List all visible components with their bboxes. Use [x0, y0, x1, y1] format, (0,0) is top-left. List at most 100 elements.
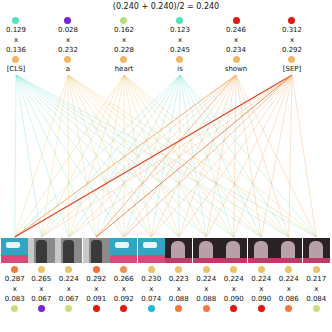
weight-dot	[258, 305, 265, 312]
weight-dot	[285, 305, 292, 312]
attention-line	[69, 75, 124, 237]
score-value: x	[138, 284, 166, 294]
score-value: x	[58, 35, 78, 45]
token-node: 0.028x0.232 a	[58, 16, 78, 74]
attention-line	[15, 75, 292, 237]
score-value: x	[83, 284, 111, 294]
weight-dot	[148, 305, 155, 312]
frame-node: 0.223x0.088	[165, 238, 193, 313]
score-value: x	[165, 284, 193, 294]
score-value: 0.224	[193, 274, 221, 284]
score-value: 0.287	[1, 274, 29, 284]
video-frame	[110, 238, 137, 263]
token-node: 0.246x0.234shown	[225, 16, 248, 74]
attention-line	[68, 75, 289, 237]
token-label: [SEP]	[282, 64, 302, 74]
weight-dot	[230, 305, 237, 312]
attention-line	[69, 75, 180, 237]
score-value: 0.224	[248, 274, 276, 284]
attention-line	[69, 75, 292, 237]
score-value: x	[282, 35, 302, 45]
attention-line	[151, 75, 292, 237]
frame-band	[193, 258, 220, 263]
score-value: 0.266	[110, 274, 138, 284]
frame-band	[248, 258, 275, 263]
weight-dot	[176, 17, 183, 24]
attention-line	[236, 75, 261, 237]
attention-line	[96, 75, 124, 237]
weight-dot	[175, 266, 182, 273]
video-frame	[193, 238, 220, 263]
token-node: 0.312x0.292[SEP]	[282, 16, 302, 74]
score-value: 0.232	[58, 45, 78, 55]
token-node: 0.129x0.136[CLS]	[6, 16, 26, 74]
frame-node: 0.224x0.067	[55, 238, 83, 313]
token-label: is	[170, 64, 190, 74]
attention-line	[124, 75, 151, 237]
token-label: a	[58, 64, 78, 74]
attention-line	[41, 75, 68, 237]
attention-line	[289, 75, 292, 237]
weight-dot	[230, 266, 237, 273]
score-value: 0.136	[6, 45, 26, 55]
weight-dot	[203, 305, 210, 312]
token-node: 0.123x0.245is	[170, 16, 190, 74]
weight-dot	[93, 305, 100, 312]
weight-dot	[313, 305, 320, 312]
weight-dot	[233, 56, 240, 63]
frame-light	[28, 238, 34, 263]
weight-dot	[258, 266, 265, 273]
score-value: 0.217	[303, 274, 331, 284]
score-value: x	[1, 284, 29, 294]
score-value: 0.090	[248, 294, 276, 304]
frame-logo	[115, 242, 129, 248]
weight-dot	[11, 266, 18, 273]
attention-line	[68, 75, 234, 237]
frame-band	[165, 258, 192, 263]
score-value: x	[193, 284, 221, 294]
attention-line	[41, 75, 292, 237]
weight-dot	[288, 17, 295, 24]
attention-line	[41, 75, 124, 237]
score-value: 0.224	[55, 274, 83, 284]
score-value: 0.224	[275, 274, 303, 284]
attention-line	[96, 75, 180, 237]
attention-line	[68, 75, 96, 237]
weight-dot	[120, 56, 127, 63]
weight-dot	[93, 266, 100, 273]
score-value: 0.090	[220, 294, 248, 304]
frame-node: 0.230x0.074	[138, 238, 166, 313]
attention-line	[236, 75, 316, 237]
score-value: x	[55, 284, 83, 294]
weight-dot	[64, 56, 71, 63]
score-value: 0.028	[58, 25, 78, 35]
attention-line	[15, 75, 124, 237]
score-value: x	[110, 284, 138, 294]
score-value: x	[28, 284, 56, 294]
frame-band	[275, 258, 302, 263]
weight-dot	[64, 17, 71, 24]
frame-figure	[91, 240, 102, 263]
score-value: 0.224	[220, 274, 248, 284]
score-value: x	[275, 284, 303, 294]
frame-figure	[63, 240, 74, 263]
score-value: x	[303, 284, 331, 294]
attention-line	[41, 75, 236, 237]
frame-logo	[6, 242, 20, 248]
attention-line	[16, 75, 261, 237]
frame-band	[220, 258, 247, 263]
frame-band	[138, 255, 165, 263]
frame-node: 0.287x0.083	[1, 238, 29, 313]
weight-dot	[65, 266, 72, 273]
video-frame	[165, 238, 192, 263]
weight-dot	[120, 305, 127, 312]
video-frame	[83, 238, 110, 263]
frame-node: 0.224x0.086	[275, 238, 303, 313]
weight-dot	[176, 56, 183, 63]
score-value: x	[225, 35, 248, 45]
frame-band	[1, 255, 28, 263]
weight-dot	[148, 266, 155, 273]
weight-dot	[11, 305, 18, 312]
score-value: 0.230	[138, 274, 166, 284]
frame-logo	[143, 242, 157, 248]
